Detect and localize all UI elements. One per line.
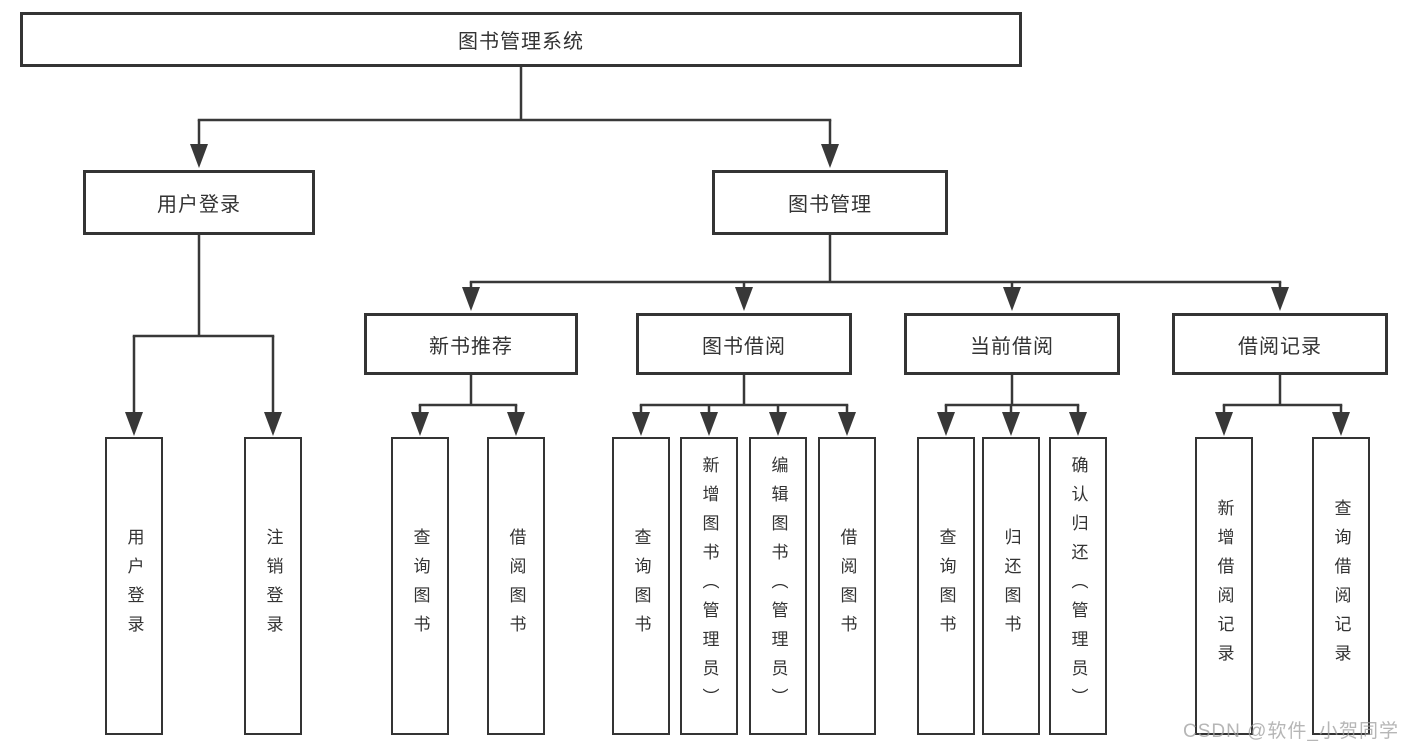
node-library-management-system: 图书管理系统 <box>20 12 1022 67</box>
leaf-label: 查询借阅记录 <box>1331 499 1351 673</box>
leaf-add-books-admin: 新增图书（管理员） <box>680 437 738 735</box>
node-label: 用户登录 <box>157 194 241 216</box>
connectors-user-login <box>125 234 282 436</box>
leaf-add-borrow-record: 新增借阅记录 <box>1195 437 1253 735</box>
leaf-query-books-recommend: 查询图书 <box>391 437 449 735</box>
node-current-borrowing: 当前借阅 <box>904 313 1120 375</box>
connectors-root <box>190 66 839 168</box>
leaf-query-books-current: 查询图书 <box>917 437 975 735</box>
node-label: 图书管理系统 <box>458 31 584 53</box>
watermark-text: CSDN @软件_小贺同学 <box>1183 721 1399 742</box>
leaf-return-books: 归还图书 <box>982 437 1040 735</box>
leaf-label: 查询图书 <box>410 528 430 644</box>
leaf-label: 新增借阅记录 <box>1214 499 1234 673</box>
leaf-borrow-books-recommend: 借阅图书 <box>487 437 545 735</box>
leaf-user-login: 用户登录 <box>105 437 163 735</box>
node-label: 当前借阅 <box>970 335 1054 358</box>
node-borrowing-records: 借阅记录 <box>1172 313 1388 375</box>
node-new-book-recommendation: 新书推荐 <box>364 313 578 375</box>
connectors-book-borrowing <box>632 375 856 436</box>
leaf-label: 确认归还（管理员） <box>1068 455 1088 717</box>
node-label: 图书管理 <box>788 194 872 216</box>
leaf-query-borrow-record: 查询借阅记录 <box>1312 437 1370 735</box>
node-book-borrowing: 图书借阅 <box>636 313 852 375</box>
node-label: 借阅记录 <box>1238 335 1322 358</box>
leaf-label: 借阅图书 <box>506 528 526 644</box>
connectors-current-borrowing <box>937 375 1087 436</box>
node-book-management: 图书管理 <box>712 170 948 235</box>
leaf-label: 注销登录 <box>263 528 283 644</box>
leaf-label: 查询图书 <box>936 528 956 644</box>
connectors-borrowing-records <box>1215 375 1350 436</box>
leaf-label: 编辑图书（管理员） <box>768 455 788 717</box>
node-label: 新书推荐 <box>429 335 513 358</box>
leaf-query-books-borrowing: 查询图书 <box>612 437 670 735</box>
connectors-book-management <box>462 234 1289 311</box>
leaf-logout: 注销登录 <box>244 437 302 735</box>
leaf-label: 用户登录 <box>124 528 144 644</box>
leaf-label: 归还图书 <box>1001 528 1021 644</box>
leaf-label: 借阅图书 <box>837 528 857 644</box>
leaf-label: 新增图书（管理员） <box>699 455 719 717</box>
leaf-confirm-return-admin: 确认归还（管理员） <box>1049 437 1107 735</box>
leaf-borrow-books-borrowing: 借阅图书 <box>818 437 876 735</box>
node-user-login: 用户登录 <box>83 170 315 235</box>
leaf-edit-books-admin: 编辑图书（管理员） <box>749 437 807 735</box>
leaf-label: 查询图书 <box>631 528 651 644</box>
connectors-new-book-recommendation <box>411 375 525 436</box>
node-label: 图书借阅 <box>702 335 786 358</box>
